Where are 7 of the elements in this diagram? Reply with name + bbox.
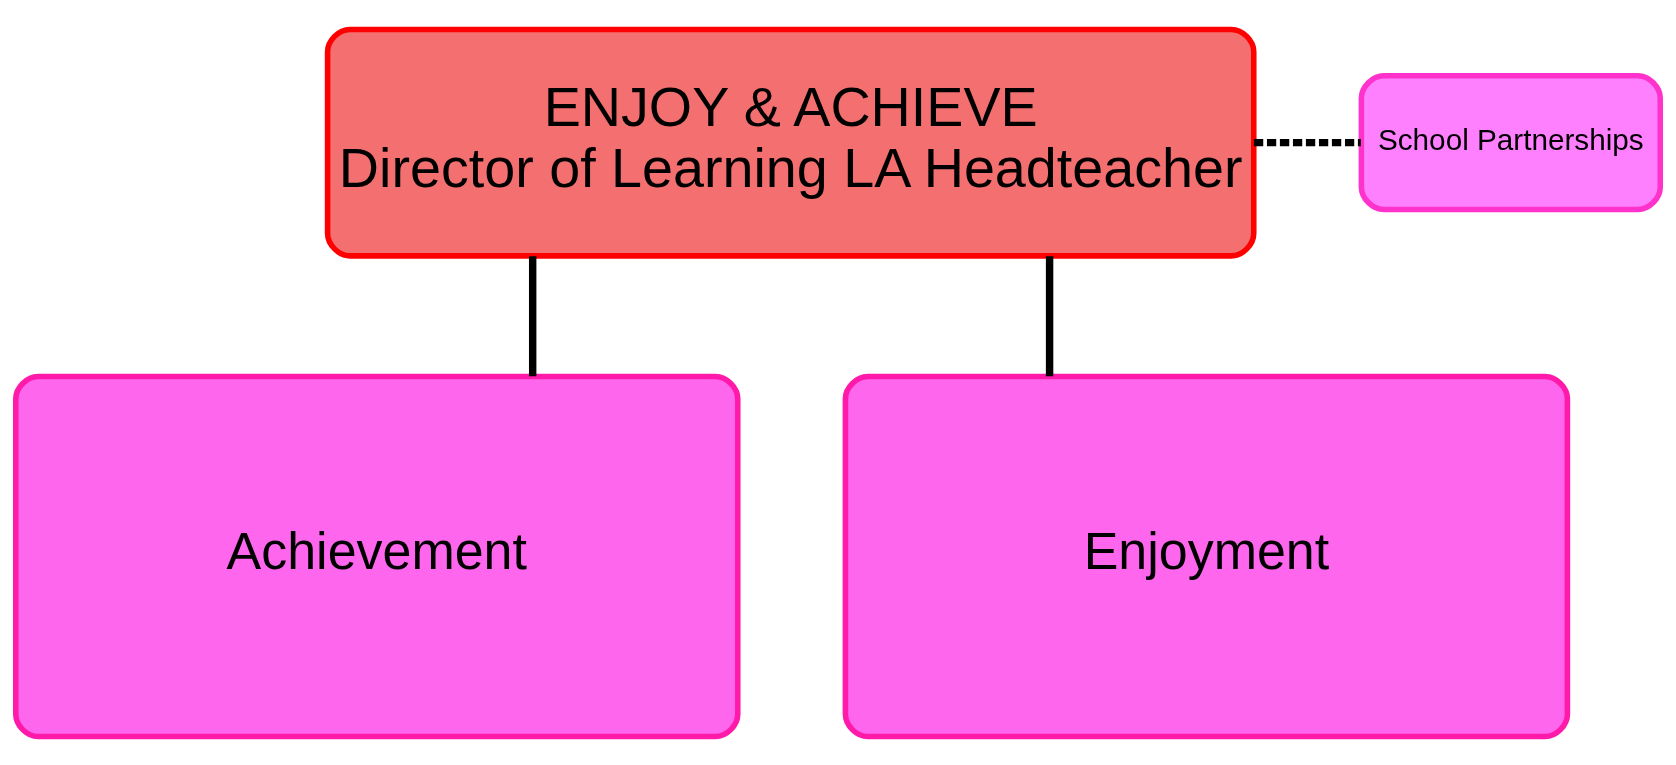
node-box: Achievement [13,373,741,739]
connector [528,255,537,376]
connector [1253,138,1361,146]
node-box: Enjoyment [842,373,1571,739]
node-box: School Partnerships [1358,72,1663,212]
connector [1045,255,1054,376]
node-box: ENJOY & ACHIEVE Director of Learning LA Headteacher [324,26,1257,259]
